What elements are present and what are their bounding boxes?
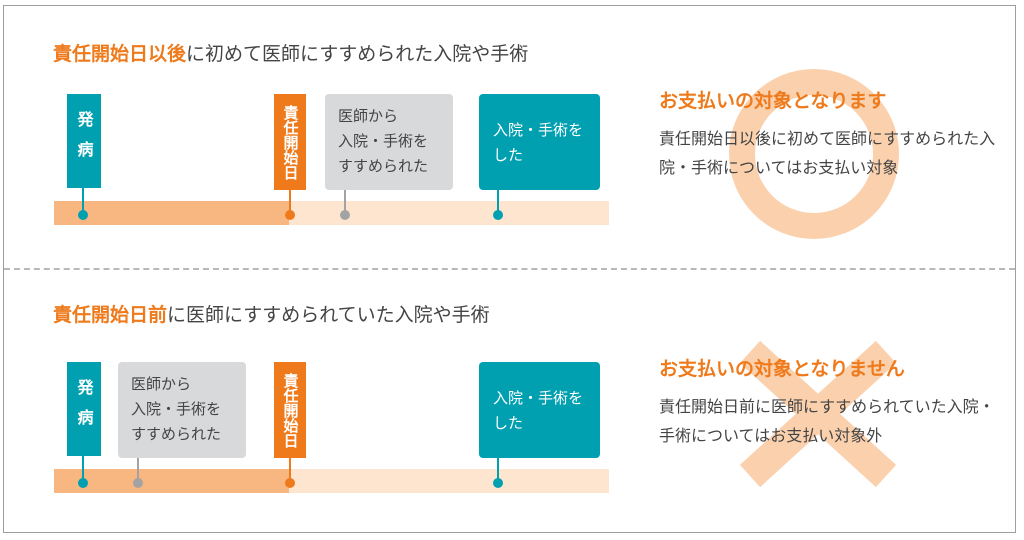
section-divider <box>4 268 1015 270</box>
case-not-covered-result-body: 責任開始日前に医師にすすめられていた入院・手術についてはお支払い対象外 <box>659 397 995 445</box>
onset-dot <box>78 210 88 220</box>
timeline-bar <box>54 469 609 493</box>
case-covered-title-rest: に初めて医師にすすめられた入院や手術 <box>186 43 529 65</box>
onset-label-box: 発病 <box>67 362 101 456</box>
case-covered-result-title: お支払いの対象となります <box>659 90 887 112</box>
case-not-covered-panel: 責任開始日前に医師にすすめられていた入院や手術 発病 医師から入院・手術をすすめ… <box>4 270 1015 532</box>
treated-dot <box>493 478 503 488</box>
treated-dot <box>493 210 503 220</box>
onset-stem <box>82 456 84 482</box>
case-not-covered-result-title: お支払いの対象となりません <box>659 358 905 380</box>
start-date-stem <box>289 458 291 482</box>
onset-label-box: 発病 <box>67 94 101 188</box>
treated-label-box: 入院・手術をした <box>479 362 600 458</box>
start-date-stem <box>289 190 291 214</box>
case-covered-result-body: 責任開始日以後に初めて医師にすすめられた入院・手術についてはお支払い対象 <box>659 129 996 177</box>
onset-stem <box>82 188 84 214</box>
timeline-bar <box>54 201 609 225</box>
case-not-covered-title: 責任開始日前に医師にすすめられていた入院や手術 <box>53 300 490 327</box>
circle-icon <box>729 69 899 239</box>
start-date-label-box: 責任開始日 <box>274 362 306 458</box>
timeline-bar-before-start <box>54 201 289 225</box>
case-covered-panel: 責任開始日以後に初めて医師にすすめられた入院や手術 発病 責任開始日 医師から入… <box>4 6 1015 268</box>
treated-label-box: 入院・手術をした <box>479 94 600 190</box>
advised-label-box: 医師から入院・手術をすすめられた <box>325 94 453 190</box>
timeline-bar-before-start <box>54 469 289 493</box>
onset-dot <box>78 478 88 488</box>
case-not-covered-title-rest: に医師にすすめられていた入院や手術 <box>167 304 490 326</box>
advised-stem <box>344 190 346 214</box>
case-covered-title: 責任開始日以後に初めて医師にすすめられた入院や手術 <box>53 39 528 66</box>
diagram-frame: 責任開始日以後に初めて医師にすすめられた入院や手術 発病 責任開始日 医師から入… <box>3 5 1016 533</box>
advised-dot <box>340 210 350 220</box>
treated-stem <box>497 458 499 482</box>
case-not-covered-title-highlight: 責任開始日前 <box>53 304 168 326</box>
treated-stem <box>497 190 499 214</box>
cross-icon <box>739 340 897 488</box>
start-date-label-box: 責任開始日 <box>274 94 306 190</box>
advised-dot <box>133 478 143 488</box>
advised-stem <box>137 458 139 482</box>
case-covered-title-highlight: 責任開始日以後 <box>53 43 187 65</box>
start-date-dot <box>285 210 295 220</box>
advised-label-box: 医師から入院・手術をすすめられた <box>118 362 246 458</box>
start-date-dot <box>285 478 295 488</box>
